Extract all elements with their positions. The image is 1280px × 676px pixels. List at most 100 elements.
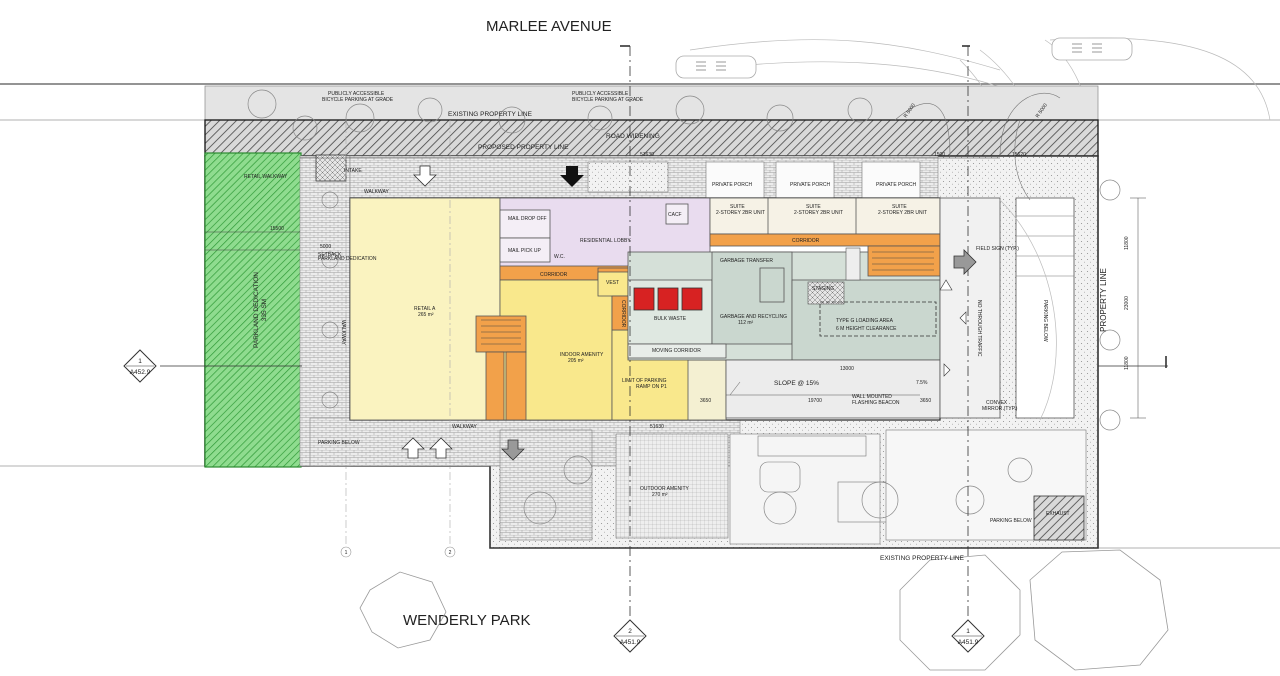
- staging-label: STAGING: [812, 286, 834, 292]
- lobby-corridor-label: CORRIDOR: [540, 272, 568, 278]
- elevators: [845, 247, 861, 281]
- suites-corridor: [709, 233, 941, 247]
- outdoor-amenity-label: OUTDOOR AMENITY: [640, 486, 690, 492]
- setback-label: SETBACK: [318, 252, 342, 258]
- bin-3: [681, 287, 703, 311]
- bicycle-parking-left-2: BICYCLE PARKING AT GRADE: [322, 97, 394, 103]
- mail-pick-up-label: MAIL PICK UP: [508, 248, 542, 254]
- cacf-room: [665, 203, 689, 225]
- dim-10: 51630: [650, 424, 664, 430]
- grid-bubble-1: [340, 546, 352, 558]
- parkland-dedication-label: PARKLAND DEDICATION: [318, 256, 377, 262]
- retail-walkway-label: RETAIL WALKWAY: [244, 174, 288, 180]
- bin-2: [657, 287, 679, 311]
- section-lines: [160, 45, 1168, 640]
- outdoor-amenity-area: [615, 433, 729, 539]
- height-clearance-label: 6 M HEIGHT CLEARANCE: [836, 326, 897, 332]
- dim-1: 15500: [270, 226, 284, 232]
- dimension-lines: [205, 157, 1146, 419]
- garbage-area: 112 m²: [738, 320, 754, 326]
- parkland-dedication: [204, 152, 302, 468]
- west-stair: [475, 315, 527, 353]
- intake-label: INTAKE: [344, 168, 362, 174]
- limit-parking-2: RAMP ON P1: [636, 384, 667, 390]
- dim-9: 3650: [920, 398, 931, 404]
- suite-3-label: SUITE: [892, 204, 907, 210]
- vest-room: [597, 271, 629, 297]
- park-trees: [359, 549, 1169, 671]
- suite-3-type: 2-STOREY 2BR UNIT: [878, 210, 927, 216]
- parked-cars: [675, 37, 1133, 79]
- staging-area: [807, 281, 845, 305]
- private-porch-2-label: PRIVATE PORCH: [790, 182, 830, 188]
- private-porch-2: [775, 161, 835, 201]
- retail-area: 265 m²: [418, 312, 434, 318]
- entry-arrows: [401, 165, 977, 461]
- section-callout-east[interactable]: 1 A451.9: [951, 619, 985, 653]
- convex-mirror-1: CONVEX: [986, 400, 1008, 406]
- small-corridor-label: CORRIDOR: [620, 300, 626, 328]
- moving-corridor-room: [627, 343, 727, 359]
- street-name-south: WENDERLY PARK: [403, 612, 531, 629]
- callout-south-ref: A451.9: [620, 639, 641, 646]
- amenity-annex: [687, 359, 727, 421]
- dim-11: 11800: [1124, 236, 1130, 250]
- callout-south-number: 2: [628, 628, 632, 635]
- walkway-north-label: WALKWAY: [364, 189, 389, 195]
- play-area: [729, 433, 881, 545]
- dim-7: 13000: [840, 366, 854, 372]
- section-callout-west[interactable]: 1 A452.9: [123, 349, 157, 383]
- svg-text:2: 2: [449, 550, 452, 556]
- garbage-recycling-label: GARBAGE AND RECYCLING: [720, 314, 787, 320]
- dim-6: 3650: [700, 398, 711, 404]
- indoor-amenity-label: INDOOR AMENITY: [560, 352, 604, 358]
- suites-row: [709, 197, 941, 235]
- vest-label: VEST: [606, 280, 619, 286]
- slope-label: SLOPE @ 15%: [774, 380, 819, 387]
- walkway-west-label: WALKWAY: [340, 320, 346, 345]
- suite-2-label: SUITE: [806, 204, 821, 210]
- field-sign-label: FIELD SIGN (TYP.): [976, 246, 1019, 252]
- mail-drop-room: [499, 209, 551, 239]
- existing-property-line-south: EXISTING PROPERTY LINE: [880, 555, 965, 562]
- slope-small-label: 7.5%: [916, 380, 928, 386]
- east-stair: [867, 245, 941, 277]
- mail-drop-off-label: MAIL DROP OFF: [508, 216, 547, 222]
- moving-corridor-label: MOVING CORRIDOR: [652, 348, 701, 354]
- dim-3: 51630: [640, 152, 654, 158]
- private-porch-1-label: PRIVATE PORCH: [712, 182, 752, 188]
- boulevard: [204, 85, 1099, 121]
- section-callout-south[interactable]: 2 A451.9: [613, 619, 647, 653]
- garbage-transfer-label: GARBAGE TRANSFER: [720, 258, 773, 264]
- suite-1-type: 2-STOREY 2BR UNIT: [716, 210, 765, 216]
- east-parking-stalls: [1015, 197, 1075, 419]
- bicycle-parking-left-1: PUBLICLY ACCESSIBLE: [328, 91, 385, 97]
- property-line-east: PROPERTY LINE: [1099, 268, 1108, 332]
- wall-mounted-2: FLASHING BEACON: [852, 400, 900, 406]
- bulk-waste-label: BULK WASTE: [654, 316, 687, 322]
- existing-property-line-north: EXISTING PROPERTY LINE: [448, 111, 533, 118]
- mail-pickup-room: [499, 237, 551, 263]
- garbage-recycling-room: [711, 251, 793, 345]
- dim-12: 23000: [1124, 296, 1130, 310]
- retail-room: [349, 197, 501, 421]
- private-porch-3: [861, 161, 921, 201]
- suite-2-type: 2-STOREY 2BR UNIT: [794, 210, 843, 216]
- parking-below-south-label: PARKING BELOW: [990, 518, 1032, 524]
- dim-4: 1500: [934, 152, 945, 158]
- wall-mounted-1: WALL MOUNTED: [852, 394, 892, 400]
- garbage-chute: [759, 267, 785, 303]
- private-porch-3-label: PRIVATE PORCH: [876, 182, 916, 188]
- trees: [247, 89, 1121, 525]
- walkway-south-label: WALKWAY: [452, 424, 477, 430]
- cacf-label: CACF: [668, 212, 682, 218]
- private-porch-1: [705, 161, 765, 201]
- intake-grille: [315, 154, 347, 182]
- suite-1-label: SUITE: [730, 204, 745, 210]
- callout-west-ref: A452.9: [130, 369, 151, 376]
- parking-below-east-label: PARKING BELOW: [1042, 300, 1048, 342]
- type-g-loading-label: TYPE G LOADING AREA: [836, 318, 894, 324]
- bicycle-parking-right-2: BICYCLE PARKING AT GRADE: [572, 97, 644, 103]
